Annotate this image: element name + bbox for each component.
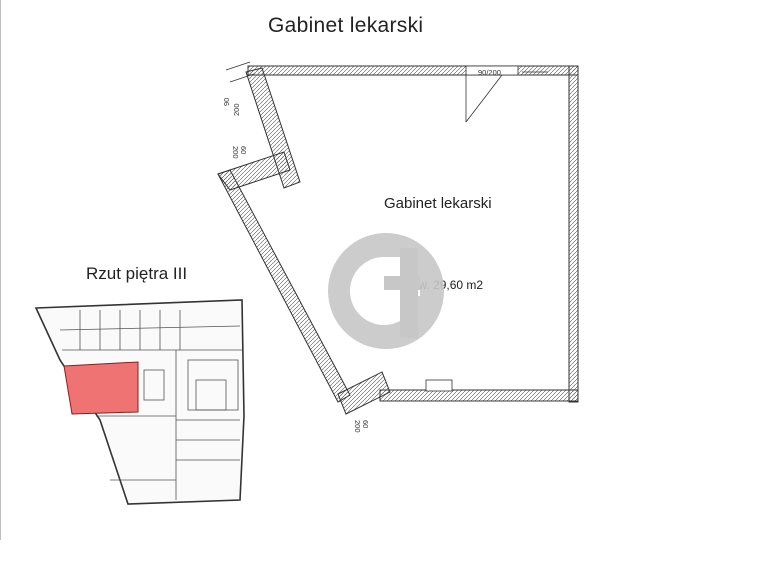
wall-right (568, 65, 579, 403)
room-name-label: Gabinet lekarski (384, 195, 492, 212)
door-dim-left-a: 90 (222, 97, 231, 106)
sheet-left-border (0, 0, 1, 540)
door-dim-bottom-a: 60 (361, 420, 370, 429)
door-dim-mid-a: 60 (239, 146, 248, 155)
door-dim-top: 90/200 (478, 68, 501, 77)
door-dim-bottom-b: 200 (353, 420, 362, 433)
door-dim-mid-b: 200 (231, 146, 240, 159)
door-opening-left (225, 61, 255, 83)
wall-top (247, 65, 579, 76)
door-swing-top (465, 74, 503, 123)
watermark-logo (328, 233, 444, 349)
wall-bottom (379, 379, 579, 402)
wall-diagonal (217, 67, 391, 415)
door-dim-left-b: 200 (232, 103, 241, 116)
key-plan-drawing (34, 299, 245, 505)
key-plan-title: Rzut piętra III (86, 264, 188, 283)
page-title: Gabinet lekarski (268, 14, 424, 37)
highlighted-unit (63, 361, 139, 415)
